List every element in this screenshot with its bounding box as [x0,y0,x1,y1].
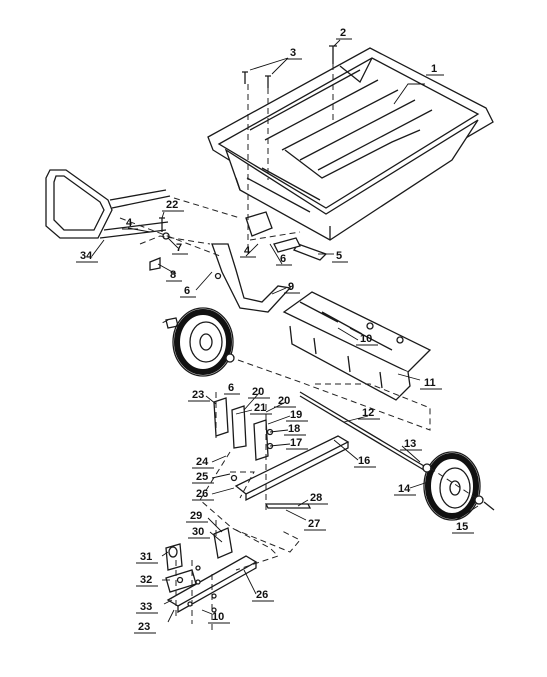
callout-8: 8 [170,269,176,281]
callout-26: 26 [256,589,268,601]
callout-17: 17 [290,437,302,449]
callout-34: 34 [80,250,93,262]
callout-21: 21 [254,402,266,414]
assembly-guide-lines [119,64,477,632]
callout-4: 4 [126,217,133,229]
callout-5: 5 [336,250,342,262]
callout-20: 20 [278,395,290,407]
callout-23: 23 [138,621,150,633]
callout-33: 33 [140,601,152,613]
frame-rail-upper [213,397,350,502]
callout-29: 29 [190,510,202,522]
callout-30: 30 [192,526,204,538]
callout-15: 15 [456,521,468,533]
callout-3: 3 [290,47,296,59]
leader-lines [91,39,479,623]
callout-6: 6 [184,285,190,297]
callout-10: 10 [360,333,372,345]
handle-assembly [45,169,171,239]
callout-6: 6 [228,382,234,394]
callout-14: 14 [398,483,411,495]
callout-underlines [76,38,474,634]
callout-20: 20 [252,386,264,398]
strap [264,503,312,509]
callout-16: 16 [358,455,370,467]
callout-6: 6 [280,253,286,265]
frame-rail-lower [165,527,258,614]
callout-18: 18 [288,423,300,435]
callout-2: 2 [340,27,346,39]
callout-1: 1 [431,63,437,75]
tub-mounting-brackets [211,211,328,313]
callout-19: 19 [290,409,302,421]
callout-22: 22 [166,199,178,211]
callout-11: 11 [424,377,436,389]
callout-23: 23 [192,389,204,401]
left-wheel [165,307,235,377]
callout-24: 24 [196,456,209,468]
callout-25: 25 [196,471,208,483]
right-wheel [422,451,495,521]
callout-9: 9 [288,281,294,293]
callout-28: 28 [310,492,322,504]
callout-26: 26 [196,488,208,500]
callout-labels: 1 2 3 4 4 5 6 6 6 7 8 9 10 10 11 12 13 1… [80,27,468,633]
callout-32: 32 [140,574,152,586]
callout-10: 10 [212,611,224,623]
callout-12: 12 [362,407,374,419]
hardware-fasteners [149,45,337,280]
callout-4: 4 [244,245,251,257]
axle [299,391,425,471]
callout-31: 31 [140,551,152,563]
cart-tub [207,47,494,241]
callout-7: 7 [176,242,182,254]
callout-27: 27 [308,518,320,530]
axle-support-frame [282,291,432,401]
callout-13: 13 [404,438,416,450]
